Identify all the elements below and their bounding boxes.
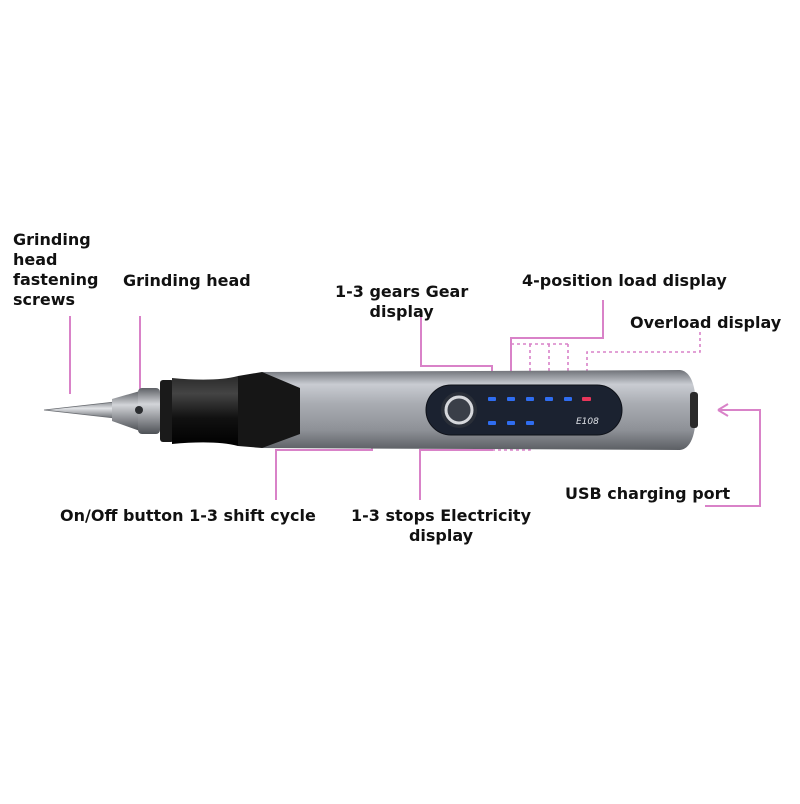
grinding-head-collar [138,388,160,434]
label-gear-display: 1-3 gears Gear display [335,282,469,321]
label-usb-port: USB charging port [565,484,731,503]
led-bottom-3 [526,421,534,425]
label-load-display: 4-position load display [522,271,727,290]
led-bottom-1 [488,421,496,425]
led-top-5 [564,397,572,401]
led-overload [582,397,591,401]
grinding-tool: E108 [43,370,698,450]
callout-lines [69,300,761,507]
power-button-ring [444,395,474,425]
callout-load-display-branches [511,343,569,397]
led-top-4 [545,397,553,401]
control-panel [425,384,623,436]
grip-overmold [238,372,300,448]
callout-usb-port [705,409,761,507]
led-top-3 [526,397,534,401]
callout-usb-arrowhead [717,403,729,417]
label-onoff-button: On/Off button 1-3 shift cycle [60,506,316,525]
callout-load-display [510,300,604,397]
grinding-head-collet [112,391,140,431]
label-grinding-head-screws: Grinding head fastening screws [13,230,99,309]
grip-ring [160,380,174,442]
label-grinding-head: Grinding head [123,271,251,290]
led-indicators [488,397,591,425]
led-bottom-2 [507,421,515,425]
grinding-bit [43,401,116,419]
led-top-2 [507,397,515,401]
end-cap [690,392,698,428]
model-label: E108 [576,417,599,427]
label-electricity-display: 1-3 stops Electricity display [351,506,532,545]
led-top-1 [488,397,496,401]
label-overload-display: Overload display [630,313,782,332]
fastening-screw [135,406,143,414]
